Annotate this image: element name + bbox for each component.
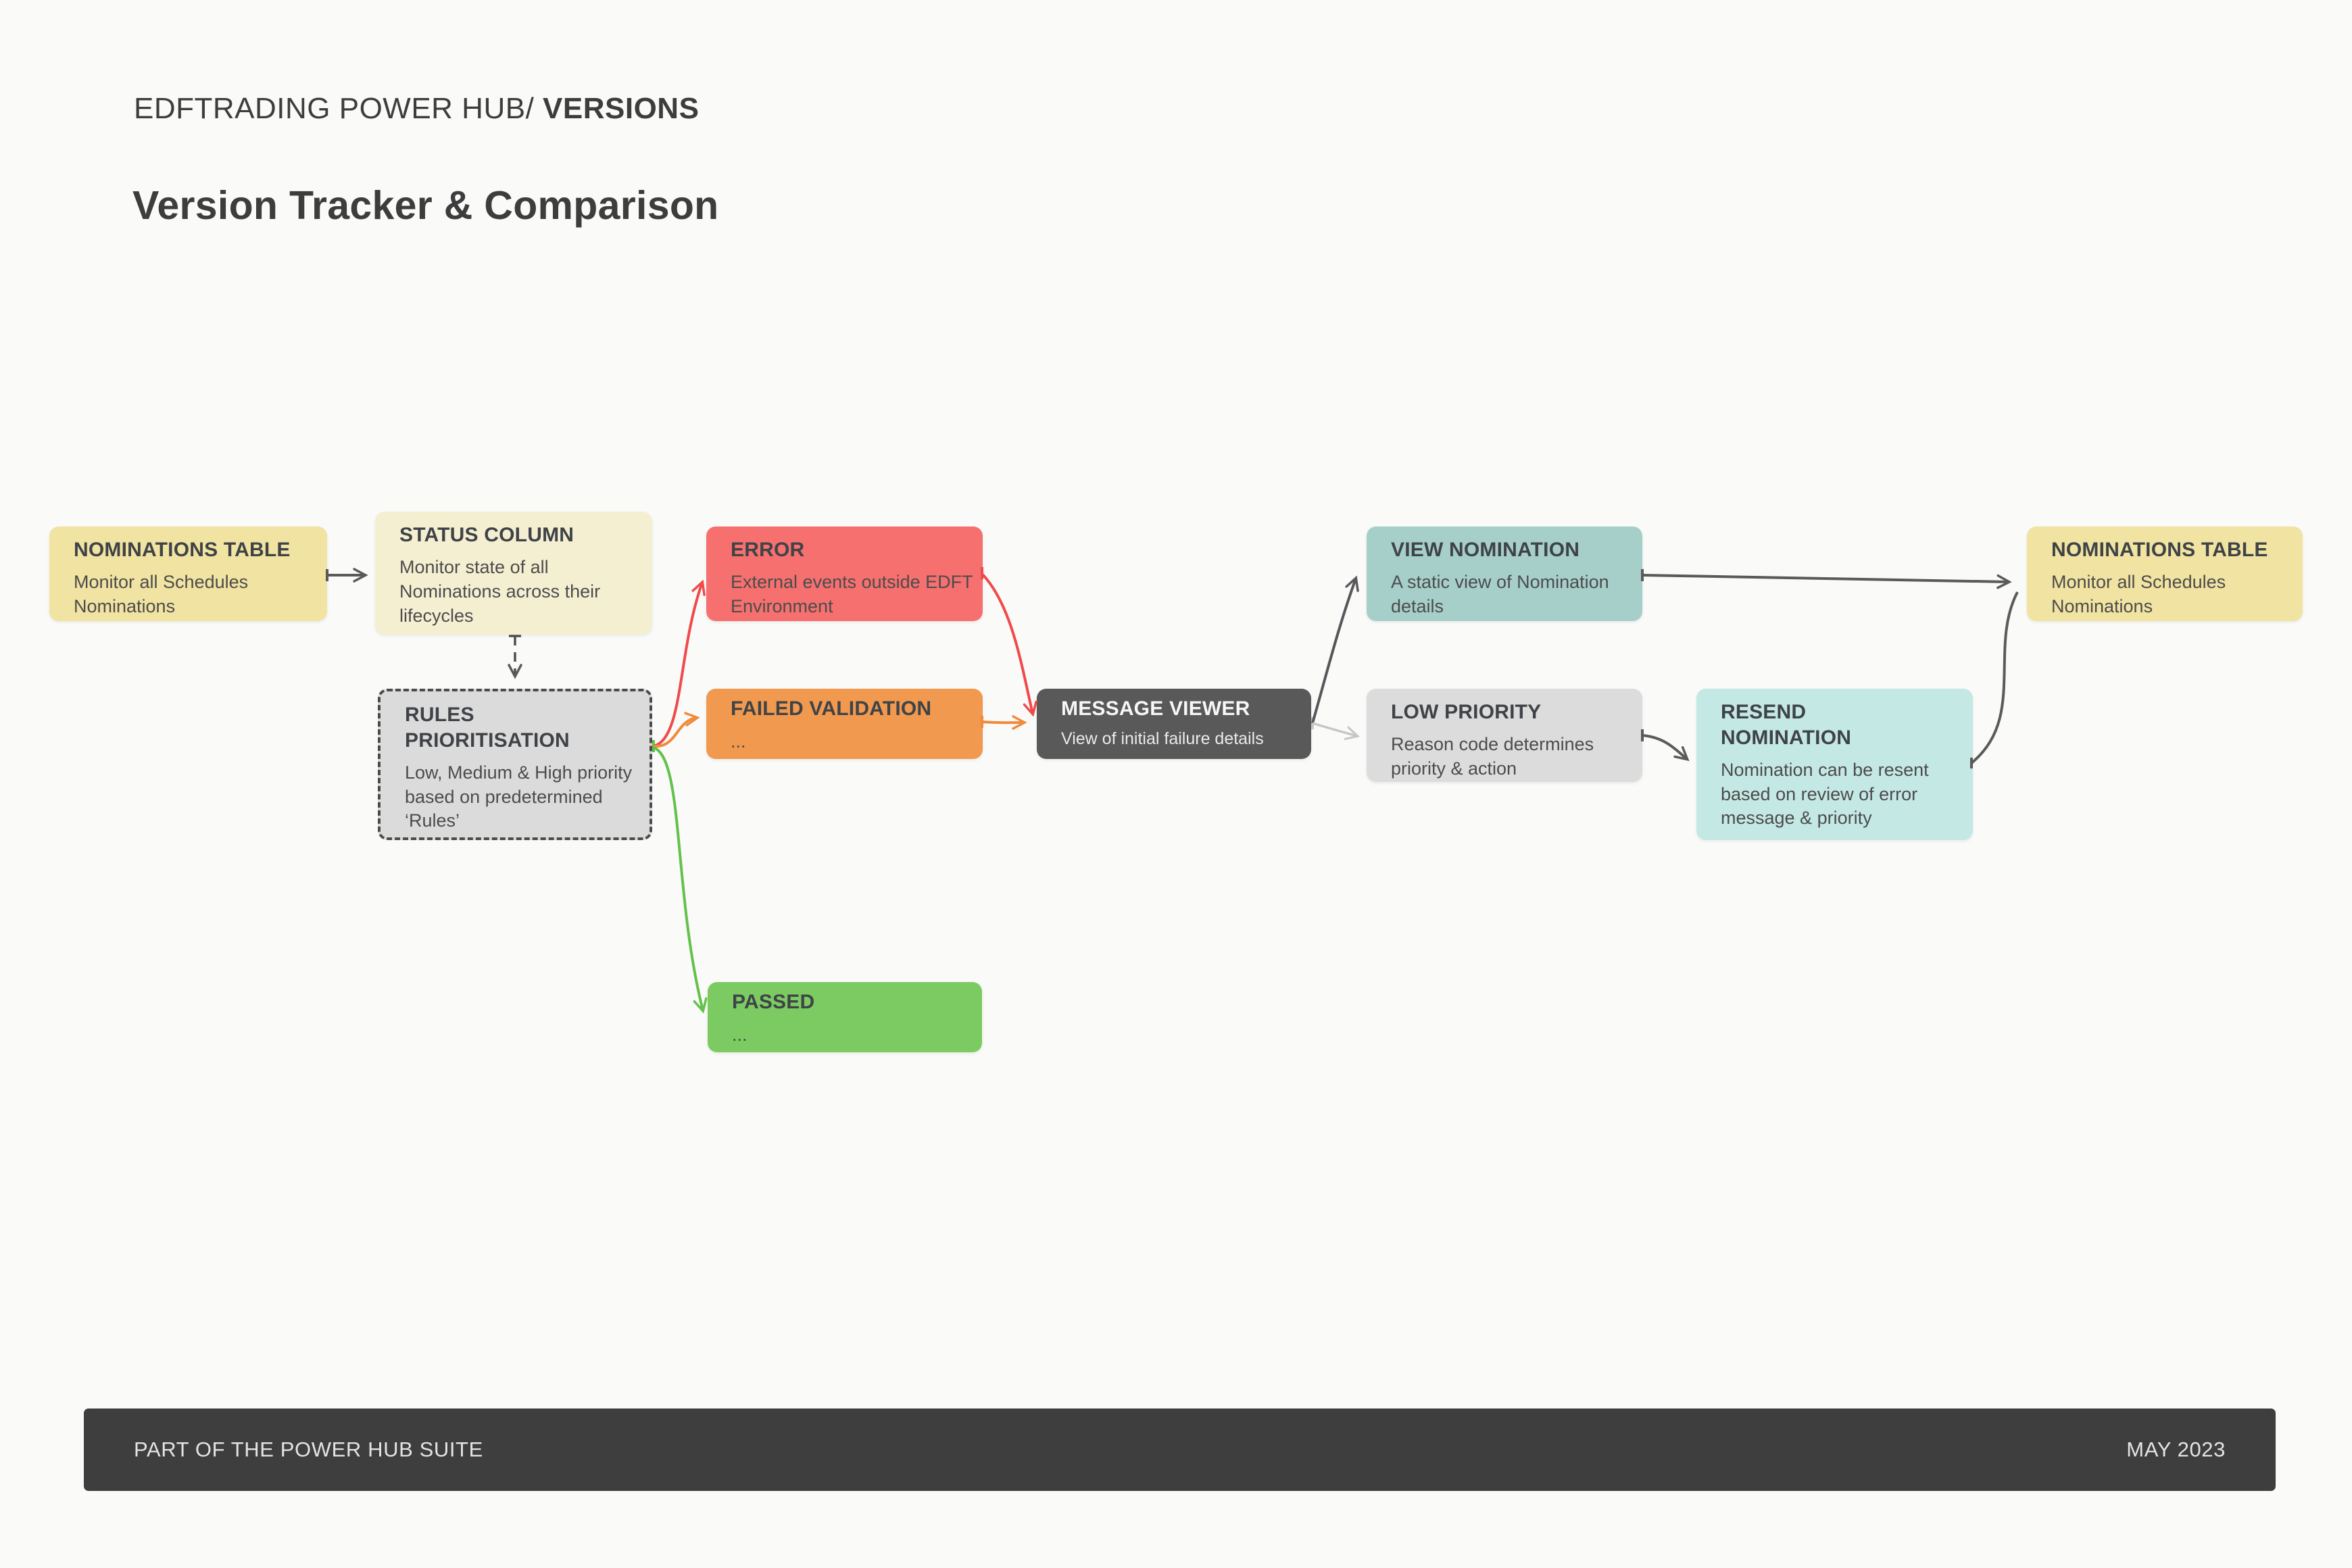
node-status-column: STATUS COLUMN Monitor state of all Nomin… (375, 512, 652, 635)
breadcrumb-prefix: EDFTRADING POWER HUB/ (134, 92, 543, 125)
node-view-nomination: VIEW NOMINATION A static view of Nominat… (1367, 526, 1642, 621)
edge-rules-to-error (653, 579, 706, 748)
footer-left-text: PART OF THE POWER HUB SUITE (134, 1438, 483, 1461)
node-nominations-table-right-body: Monitor all Schedules Nominations (2051, 571, 2226, 616)
node-rules-prioritisation-body: Low, Medium & High priority based on pre… (405, 762, 633, 831)
node-error-body: External events outside EDFT Environment (731, 571, 973, 616)
node-resend-nomination-title: RESEND NOMINATION (1721, 701, 1852, 749)
edge-low-priority-to-resend (1642, 734, 1690, 762)
node-passed: PASSED ... (708, 982, 982, 1052)
breadcrumb: EDFTRADING POWER HUB/ VERSIONS (134, 92, 699, 126)
footer-date: MAY 2023 (2126, 1438, 2226, 1461)
node-message-viewer-body: View of initial failure details (1061, 729, 1264, 748)
node-rules-prioritisation: RULES PRIORITISATION Low, Medium & High … (378, 689, 652, 840)
node-resend-nomination-body: Nomination can be resent based on review… (1721, 759, 1929, 829)
node-view-nomination-title: VIEW NOMINATION (1391, 539, 1580, 561)
breadcrumb-current: VERSIONS (543, 92, 700, 125)
node-failed-validation-body: ... (731, 731, 746, 752)
node-nominations-table-left: NOMINATIONS TABLE Monitor all Schedules … (49, 526, 327, 621)
node-low-priority-title: LOW PRIORITY (1391, 701, 1542, 723)
node-nominations-table-left-body: Monitor all Schedules Nominations (74, 571, 249, 616)
node-nominations-table-right-title: NOMINATIONS TABLE (2051, 539, 2268, 561)
node-failed-validation-title: FAILED VALIDATION (731, 697, 932, 720)
edge-rules-to-passed (653, 746, 708, 1014)
node-error-title: ERROR (731, 539, 805, 561)
node-rules-prioritisation-title: RULES PRIORITISATION (405, 704, 570, 752)
edge-resend-to-nominations (1970, 591, 2019, 764)
node-message-viewer-title: MESSAGE VIEWER (1061, 697, 1250, 720)
edge-viewer-to-low-priority (1312, 722, 1361, 740)
node-nominations-table-left-title: NOMINATIONS TABLE (74, 539, 291, 561)
node-view-nomination-body: A static view of Nomination details (1391, 571, 1609, 616)
node-passed-body: ... (732, 1024, 748, 1045)
node-message-viewer: MESSAGE VIEWER View of initial failure d… (1037, 689, 1311, 759)
node-status-column-body: Monitor state of all Nominations across … (399, 556, 601, 626)
edge-view-nomination-to-nominations (1642, 574, 2012, 589)
edge-rules-to-failed (653, 712, 700, 748)
node-passed-title: PASSED (732, 991, 815, 1013)
page-title: Version Tracker & Comparison (132, 183, 719, 228)
edge-viewer-to-view-nomination (1311, 575, 1359, 724)
node-error: ERROR External events outside EDFT Envir… (706, 526, 983, 621)
node-resend-nomination: RESEND NOMINATION Nomination can be rese… (1696, 689, 1973, 840)
footer-bar: PART OF THE POWER HUB SUITE MAY 2023 (84, 1408, 2276, 1491)
node-low-priority-body: Reason code determines priority & action (1391, 733, 1594, 779)
node-status-column-title: STATUS COLUMN (399, 524, 574, 546)
node-nominations-table-right: NOMINATIONS TABLE Monitor all Schedules … (2027, 526, 2303, 621)
node-failed-validation: FAILED VALIDATION ... (706, 689, 983, 759)
edge-error-to-viewer (981, 572, 1037, 717)
node-low-priority: LOW PRIORITY Reason code determines prio… (1367, 689, 1642, 782)
